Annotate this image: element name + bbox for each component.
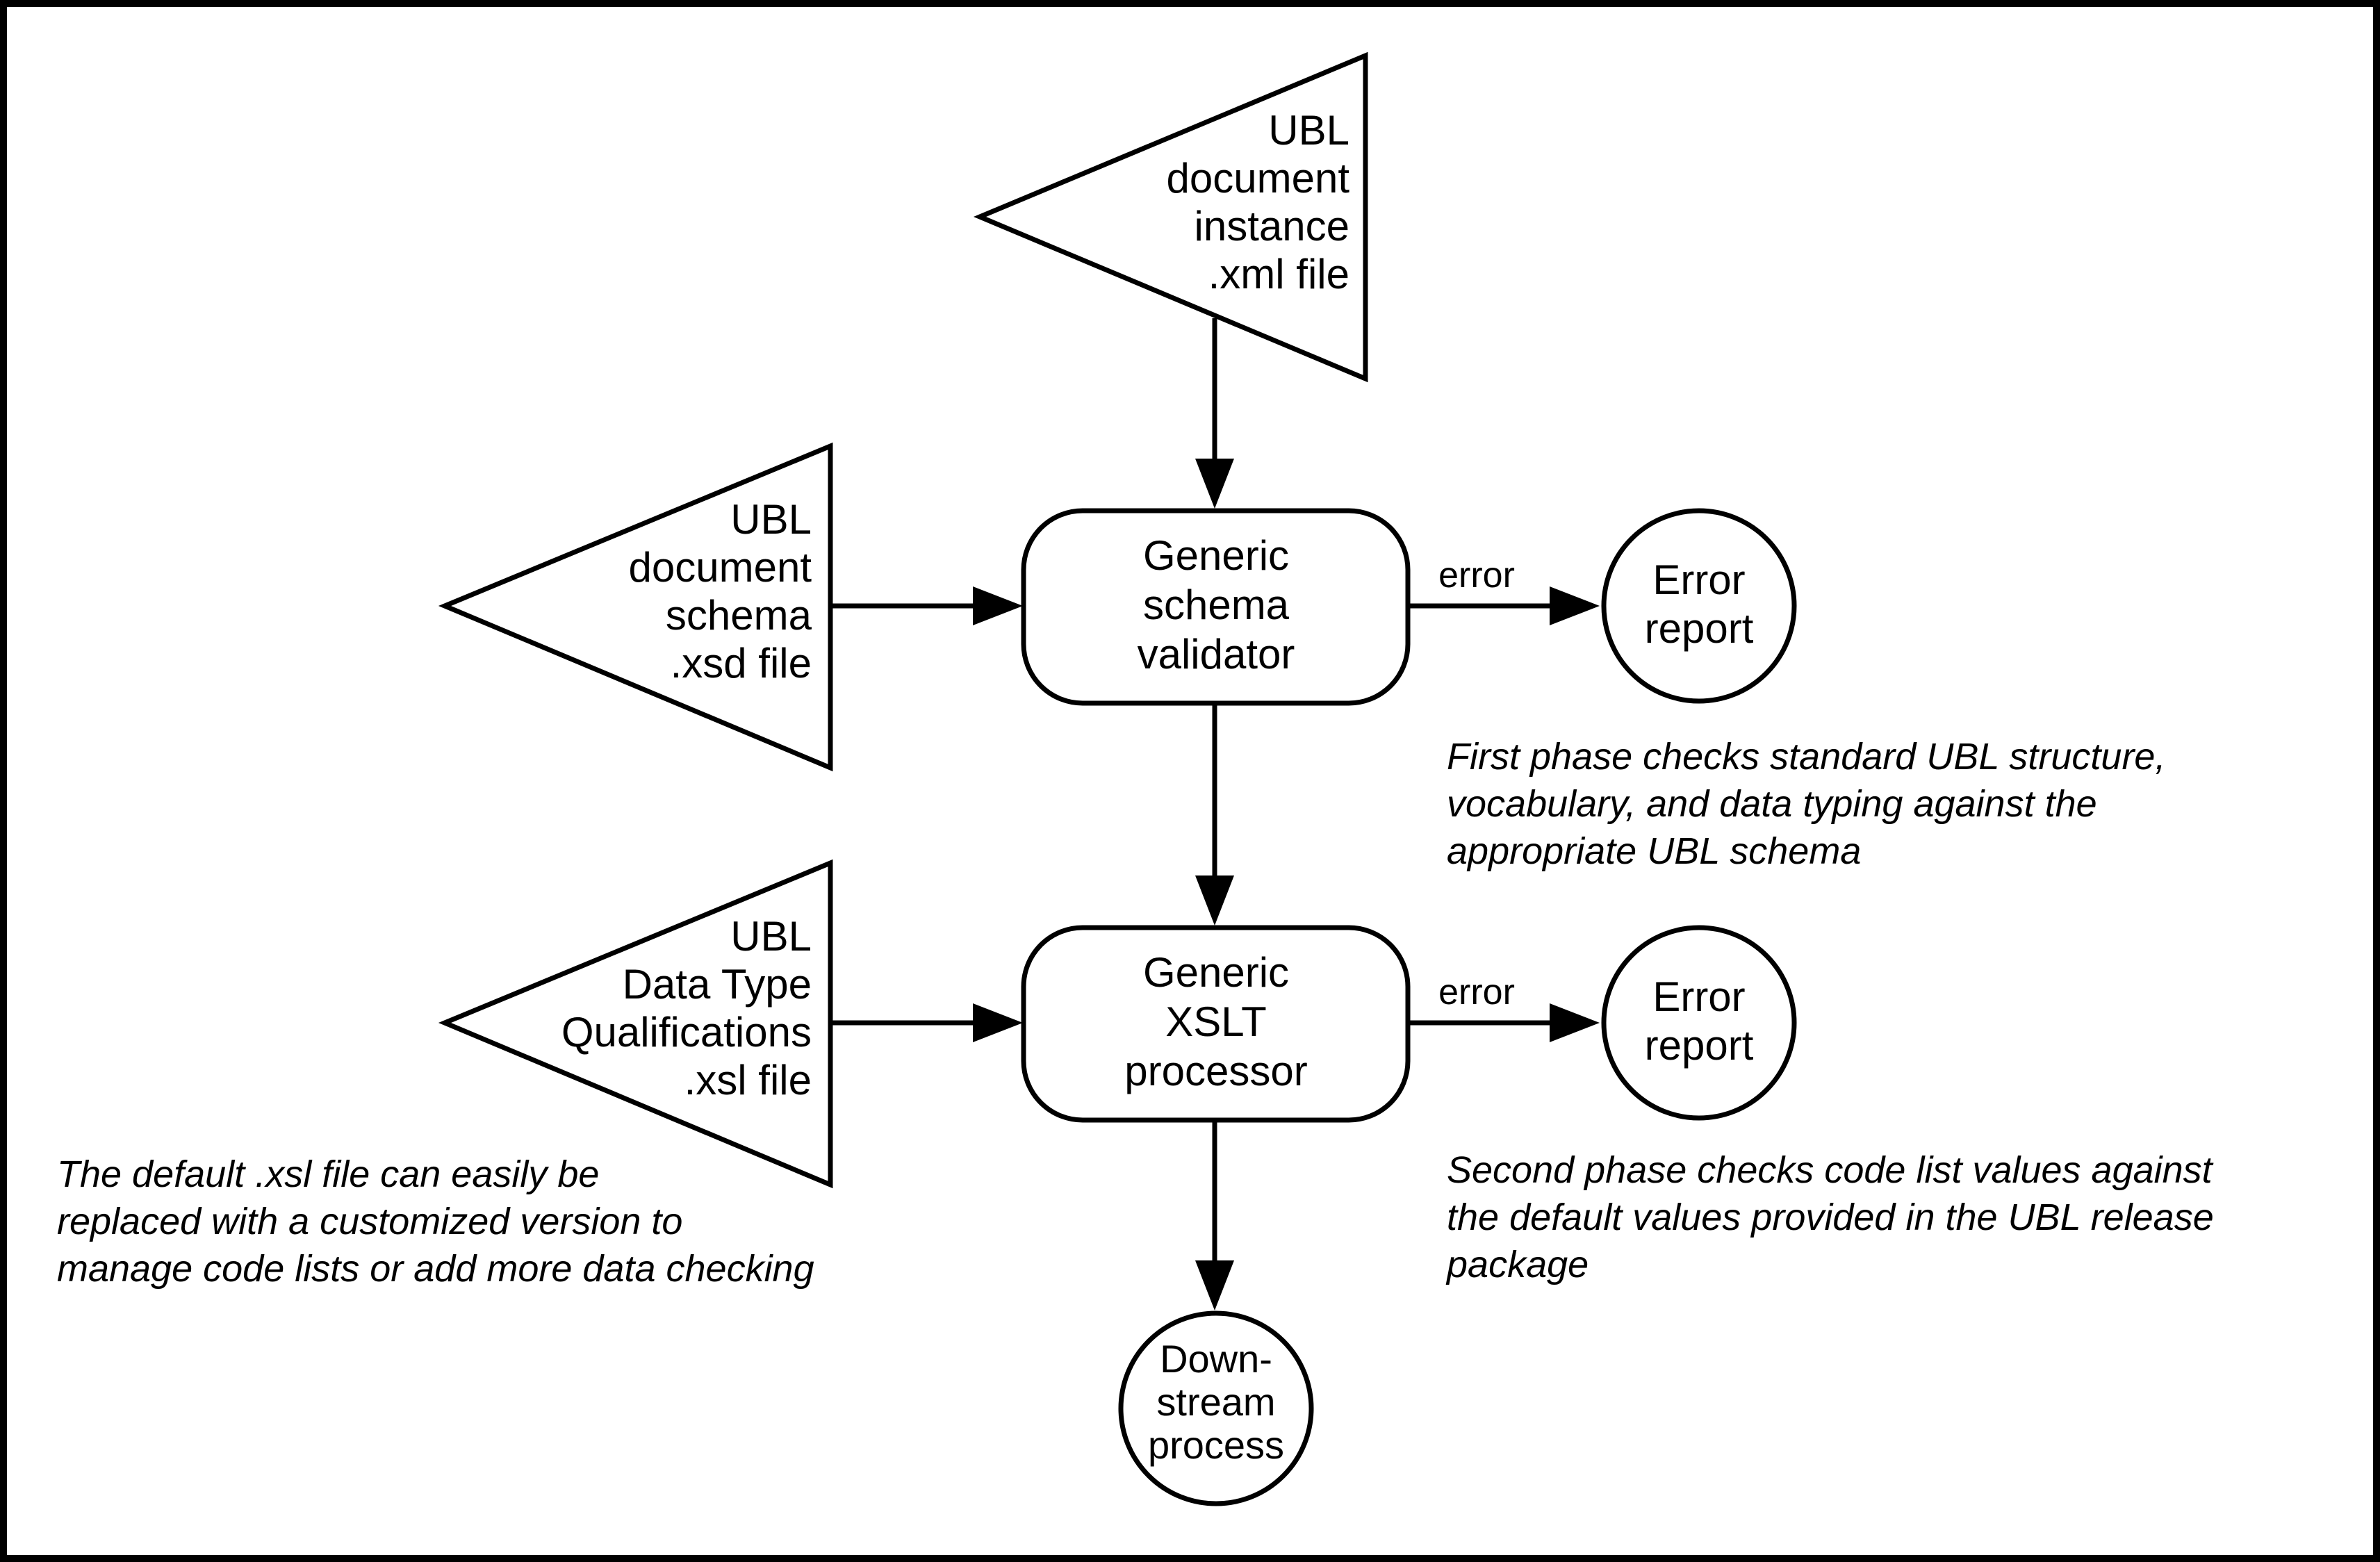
schema-line-4: .xsd file — [671, 640, 812, 687]
edge-schema-to-validator — [832, 586, 1023, 625]
input-ubl-document-schema: UBL document schema .xsd file — [438, 442, 833, 772]
output-downstream-process: Down- stream process — [1118, 1310, 1314, 1506]
error2-line-2: report — [1645, 1022, 1754, 1069]
qualifications-line-3: Qualifications — [561, 1009, 812, 1055]
schema-line-2: document — [629, 544, 812, 591]
xslt-line-2: XSLT — [1165, 998, 1267, 1045]
note-first-phase-line-1: First phase checks standard UBL structur… — [1447, 736, 2166, 778]
validator-line-2: schema — [1143, 582, 1290, 628]
validator-line-1: Generic — [1143, 532, 1289, 579]
process-generic-xslt-processor: Generic XSLT processor — [1021, 925, 1411, 1123]
instance-line-3: instance — [1195, 203, 1349, 249]
edge-xslt-to-downstream — [1195, 1120, 1234, 1310]
xslt-line-1: Generic — [1143, 949, 1289, 996]
note-first-phase-line-2: vocabulary, and data typing against the — [1447, 783, 2097, 825]
downstream-line-1: Down- — [1160, 1337, 1272, 1381]
edge-instance-to-validator — [1195, 318, 1234, 509]
xslt-line-3: processor — [1124, 1048, 1307, 1094]
input-ubl-data-type-qualifications: UBL Data Type Qualifications .xsl file — [438, 859, 833, 1189]
error2-line-1: Error — [1652, 973, 1745, 1020]
downstream-line-3: process — [1148, 1423, 1284, 1467]
output-error-report-2: Error report — [1601, 925, 1797, 1121]
error1-line-2: report — [1645, 605, 1754, 652]
edge-validator-to-error1 — [1409, 586, 1600, 625]
edge-label-error-1: error — [1438, 555, 1515, 595]
note-default-xsl-line-3: manage code lists or add more data check… — [57, 1248, 814, 1290]
note-default-xsl-line-2: replaced with a customized version to — [57, 1201, 683, 1242]
note-second-phase-line-2: the default values provided in the UBL r… — [1447, 1197, 2214, 1238]
schema-line-1: UBL — [730, 496, 812, 543]
instance-line-2: document — [1167, 155, 1350, 202]
error1-line-1: Error — [1652, 557, 1745, 603]
note-default-xsl: The default .xsl file can easily be repl… — [57, 1151, 814, 1292]
qualifications-line-4: .xsl file — [684, 1057, 812, 1103]
note-second-phase-line-1: Second phase checks code list values aga… — [1447, 1149, 2213, 1191]
edge-label-error-2: error — [1438, 972, 1515, 1012]
qualifications-line-2: Data Type — [623, 961, 812, 1008]
process-generic-schema-validator: Generic schema validator — [1021, 508, 1411, 706]
note-second-phase: Second phase checks code list values aga… — [1447, 1146, 2214, 1288]
edge-xslt-to-error2 — [1409, 1003, 1600, 1042]
edge-qualifications-to-xslt — [832, 1003, 1023, 1042]
note-first-phase: First phase checks standard UBL structur… — [1447, 733, 2165, 875]
note-second-phase-line-3: package — [1447, 1244, 1589, 1285]
input-ubl-document-instance: UBL document instance .xml file — [973, 51, 1368, 383]
validator-line-3: validator — [1138, 631, 1295, 677]
instance-line-4: .xml file — [1208, 251, 1349, 297]
output-error-report-1: Error report — [1601, 508, 1797, 704]
downstream-line-2: stream — [1156, 1380, 1275, 1424]
note-first-phase-line-3: appropriate UBL schema — [1447, 830, 1862, 872]
schema-line-3: schema — [666, 592, 812, 639]
edge-validator-to-xslt — [1195, 703, 1234, 926]
note-default-xsl-line-1: The default .xsl file can easily be — [57, 1153, 600, 1195]
qualifications-line-1: UBL — [730, 913, 812, 960]
instance-line-1: UBL — [1268, 107, 1349, 154]
